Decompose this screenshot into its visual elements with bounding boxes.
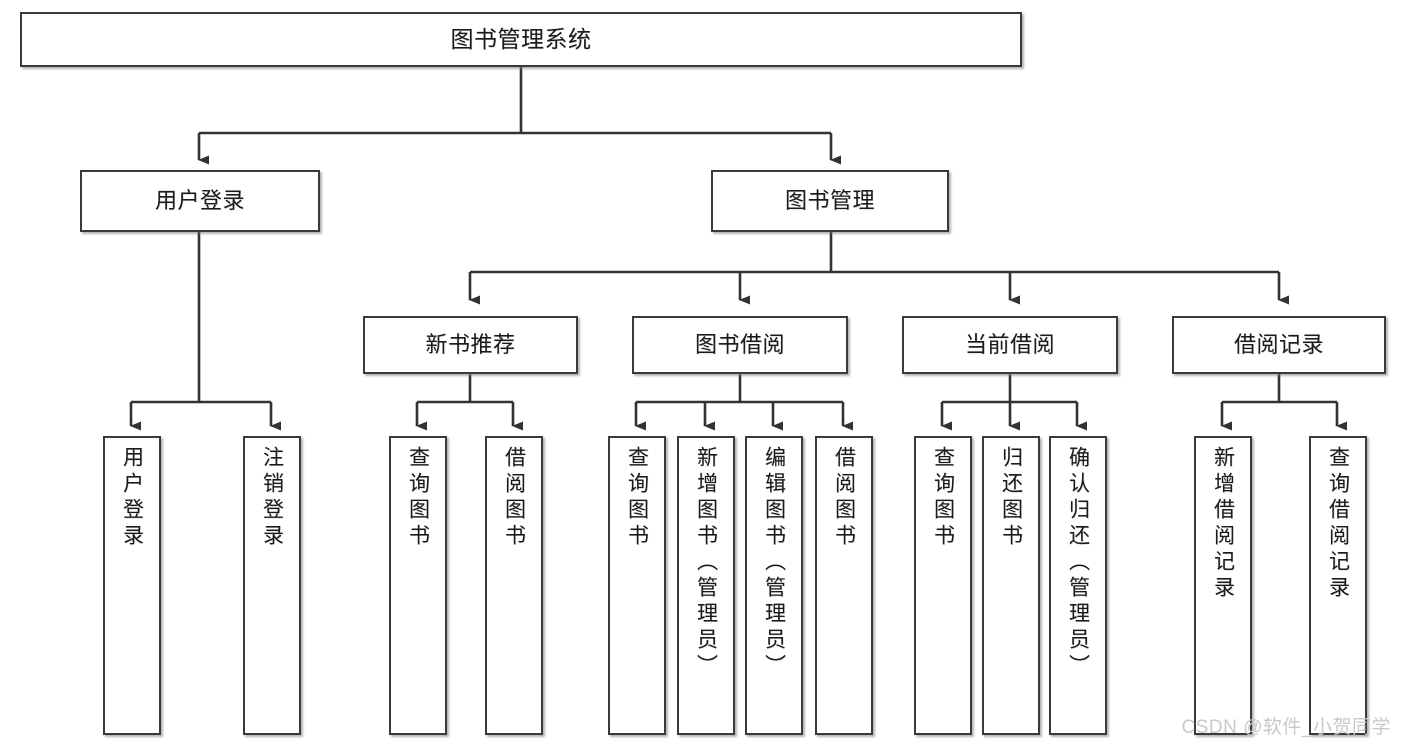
leaf-borrow-record-add[interactable]: 新增借阅记录 <box>1194 436 1252 735</box>
node-book-management[interactable]: 图书管理 <box>711 170 949 232</box>
leaf-label: 查询图书 <box>931 446 955 550</box>
node-user-login[interactable]: 用户登录 <box>80 170 320 232</box>
leaf-current-borrow-return[interactable]: 归还图书 <box>982 436 1040 735</box>
leaf-label: 注销登录 <box>260 446 284 550</box>
node-root-system[interactable]: 图书管理系统 <box>20 12 1022 67</box>
leaf-book-borrow-add[interactable]: 新增图书（管理员） <box>677 436 735 735</box>
leaf-label: 新增图书（管理员） <box>694 446 718 680</box>
node-label: 用户登录 <box>154 188 245 214</box>
leaf-label: 编辑图书（管理员） <box>762 446 786 680</box>
leaf-new-book-borrow[interactable]: 借阅图书 <box>485 436 543 735</box>
node-label: 图书管理 <box>784 188 875 214</box>
leaf-label: 查询图书 <box>406 446 430 550</box>
leaf-label: 用户登录 <box>120 446 144 550</box>
node-book-borrow[interactable]: 图书借阅 <box>632 316 848 374</box>
node-borrow-record[interactable]: 借阅记录 <box>1172 316 1386 374</box>
leaf-book-borrow-query[interactable]: 查询图书 <box>608 436 666 735</box>
node-label: 图书借阅 <box>694 332 785 358</box>
leaf-label: 借阅图书 <box>832 446 856 550</box>
leaf-label: 借阅图书 <box>502 446 526 550</box>
leaf-label: 查询借阅记录 <box>1326 446 1350 602</box>
node-label: 当前借阅 <box>964 332 1055 358</box>
leaf-user-login-login[interactable]: 用户登录 <box>103 436 161 735</box>
leaf-new-book-query[interactable]: 查询图书 <box>389 436 447 735</box>
node-new-book-recommend[interactable]: 新书推荐 <box>363 316 578 374</box>
leaf-label: 新增借阅记录 <box>1211 446 1235 602</box>
node-label: 图书管理系统 <box>450 26 592 53</box>
leaf-book-borrow-edit[interactable]: 编辑图书（管理员） <box>745 436 803 735</box>
leaf-current-borrow-confirm-return[interactable]: 确认归还（管理员） <box>1049 436 1107 735</box>
leaf-book-borrow-borrow[interactable]: 借阅图书 <box>815 436 873 735</box>
leaf-user-login-logout[interactable]: 注销登录 <box>243 436 301 735</box>
leaf-label: 归还图书 <box>999 446 1023 550</box>
node-current-borrow[interactable]: 当前借阅 <box>902 316 1118 374</box>
leaf-label: 确认归还（管理员） <box>1066 446 1090 680</box>
leaf-borrow-record-query[interactable]: 查询借阅记录 <box>1309 436 1367 735</box>
leaf-label: 查询图书 <box>625 446 649 550</box>
leaf-current-borrow-query[interactable]: 查询图书 <box>914 436 972 735</box>
node-label: 借阅记录 <box>1233 332 1324 358</box>
node-label: 新书推荐 <box>425 332 516 358</box>
